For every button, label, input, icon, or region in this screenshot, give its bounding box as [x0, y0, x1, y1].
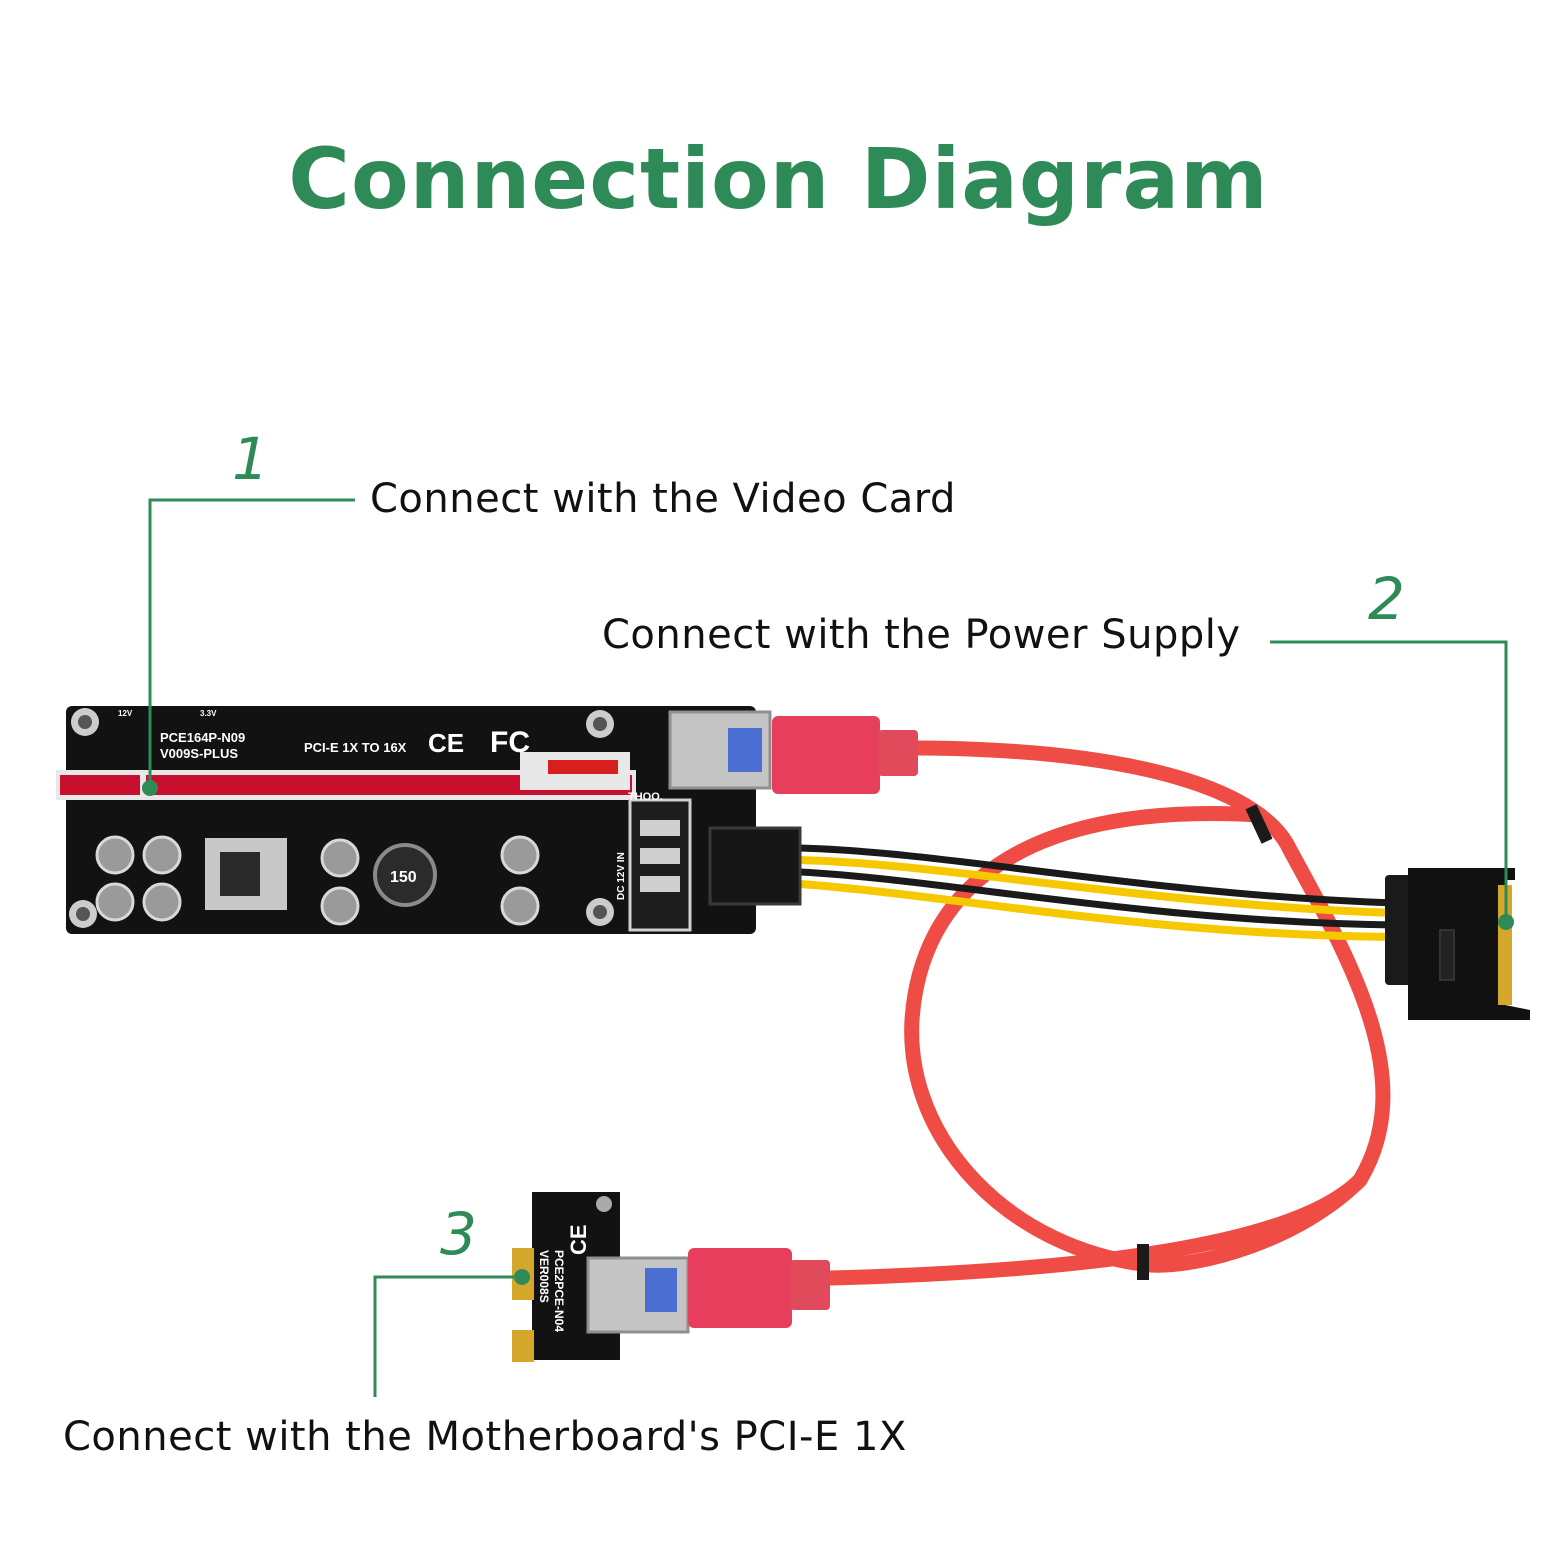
leader-3	[373, 1275, 522, 1397]
dot-1	[142, 780, 158, 796]
board-inductor-label: 150	[390, 869, 417, 886]
usb-cable-loop	[904, 806, 1368, 1273]
board-3v3-label: 3.3V	[200, 709, 217, 718]
board-ce-mark: CE	[428, 728, 464, 758]
board-power-in: DC 12V IN	[616, 852, 627, 900]
callout-label-power-supply: Connect with the Power Supply	[602, 612, 1241, 658]
leader-1	[148, 498, 355, 788]
board-model: PCE164P-N09	[160, 730, 245, 745]
power-wires	[796, 844, 1399, 941]
sata-power-connector	[1385, 868, 1530, 1020]
board-12v-label: 12V	[118, 709, 133, 718]
cable-tie	[1245, 804, 1273, 844]
adapter-version: VER008S	[537, 1250, 551, 1303]
callout-number-2: 2	[1368, 565, 1405, 633]
riser-usb-port	[668, 710, 772, 790]
board-fcc-mark: FC	[490, 726, 530, 759]
usb-plug-top	[772, 716, 918, 794]
dot-3	[514, 1269, 530, 1285]
cable-tie	[1137, 1244, 1149, 1280]
page-title: Connection Diagram	[288, 130, 1269, 228]
callout-label-video-card: Connect with the Video Card	[370, 476, 956, 522]
leader-2	[1270, 640, 1508, 922]
adapter-model: PCE2PCE-N04	[552, 1250, 566, 1332]
callout-dots	[142, 780, 1514, 1285]
callout-number-1: 1	[232, 425, 269, 493]
dot-2	[1498, 914, 1514, 930]
callout-label-motherboard: Connect with the Motherboard's PCI-E 1X	[63, 1414, 907, 1460]
board-slot-spec: PCI-E 1X TO 16X	[304, 740, 407, 755]
usb-cable	[822, 740, 1391, 1286]
adapter-usb-port	[586, 1256, 690, 1334]
callout-number-3: 3	[440, 1200, 477, 1268]
callout-leaders	[148, 498, 1508, 1397]
board-small-tag: THOO.	[628, 791, 663, 803]
board-version: V009S-PLUS	[160, 746, 238, 761]
usb-plug-bottom	[688, 1248, 830, 1328]
adapter-ce-mark: CE	[566, 1224, 591, 1255]
